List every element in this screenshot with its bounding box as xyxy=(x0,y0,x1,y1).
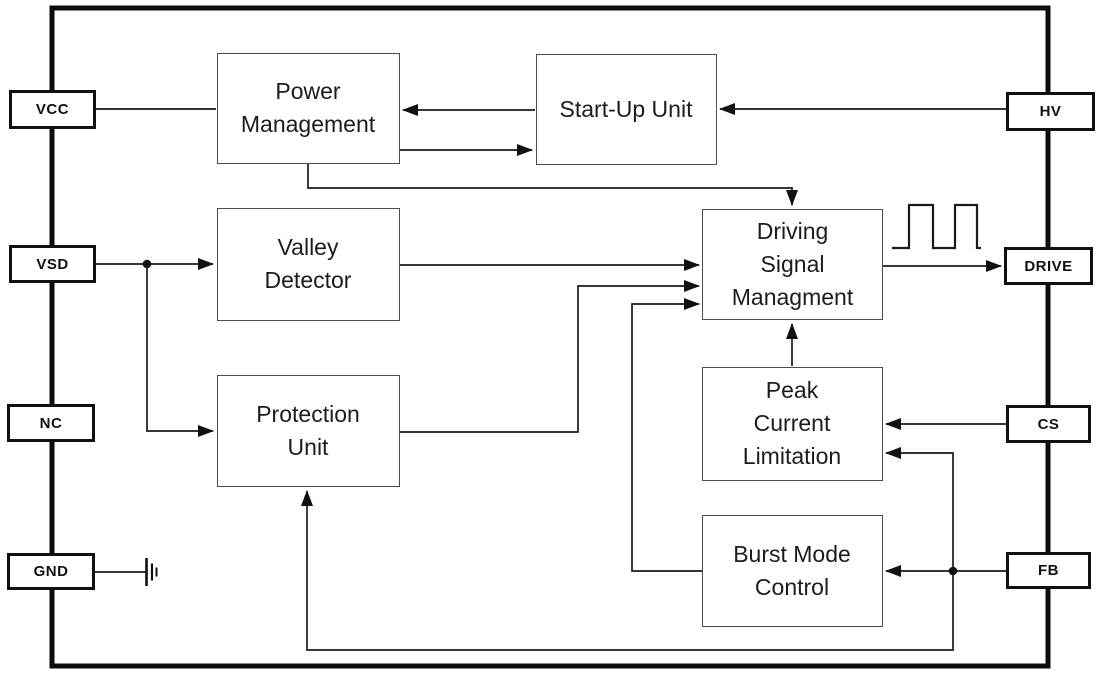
wire-protection-unit-to-driving-signal xyxy=(400,280,700,433)
pin-vsd: VSD xyxy=(9,245,96,283)
block-label-line: Unit xyxy=(287,433,329,460)
wire-burst-mode-to-driving-signal xyxy=(631,298,702,572)
block-label-line: Power xyxy=(275,78,341,104)
pin-fb: FB xyxy=(1006,552,1091,589)
pin-vcc: VCC xyxy=(9,90,96,129)
pin-hv: HV xyxy=(1006,92,1095,131)
block-burst-mode-control: Burst Mode Control xyxy=(701,514,883,627)
block-power-management: Power Management xyxy=(216,52,400,164)
wire-fb-to-peak-current xyxy=(885,447,954,571)
pin-gnd: GND xyxy=(7,553,95,590)
junction-dot-vsd xyxy=(142,259,152,269)
block-protection-unit: Protection Unit xyxy=(216,374,400,487)
junction-dot-fb xyxy=(948,566,958,576)
block-label-line: Detector xyxy=(264,267,352,293)
block-label-line: Limitation xyxy=(742,443,842,469)
block-startup-unit: Start-Up Unit xyxy=(535,53,717,165)
block-label-line: Signal xyxy=(760,250,825,277)
block-label-line: Control xyxy=(754,573,830,600)
block-label-line: Valley xyxy=(277,234,339,260)
ic-outer-border xyxy=(49,5,1051,669)
wire-vsd-to-protection-unit xyxy=(146,264,214,437)
pulse-waveform-icon xyxy=(892,203,981,250)
block-label-line: Current xyxy=(753,410,831,436)
block-valley-detector: Valley Detector xyxy=(216,207,400,321)
wire-fb-to-protection-unit xyxy=(301,490,954,651)
block-label-line: Management xyxy=(240,111,376,137)
block-label-line: Start-Up Unit xyxy=(559,95,693,122)
block-driving-signal-managment: Driving Signal Managment xyxy=(702,208,883,320)
pin-cs: CS xyxy=(1006,405,1091,443)
block-label-line: Burst Mode xyxy=(733,540,851,567)
wire-power-management-to-driving-signal xyxy=(307,164,798,206)
pin-nc: NC xyxy=(7,404,95,442)
pin-drive: DRIVE xyxy=(1004,247,1093,285)
block-label-line: Protection xyxy=(256,400,360,427)
block-label-line: Managment xyxy=(731,283,854,310)
block-label-line: Driving xyxy=(756,217,829,244)
ground-icon xyxy=(145,558,158,586)
block-peak-current-limitation: Peak Current Limitation xyxy=(701,366,883,481)
block-label-line: Peak xyxy=(765,377,819,403)
